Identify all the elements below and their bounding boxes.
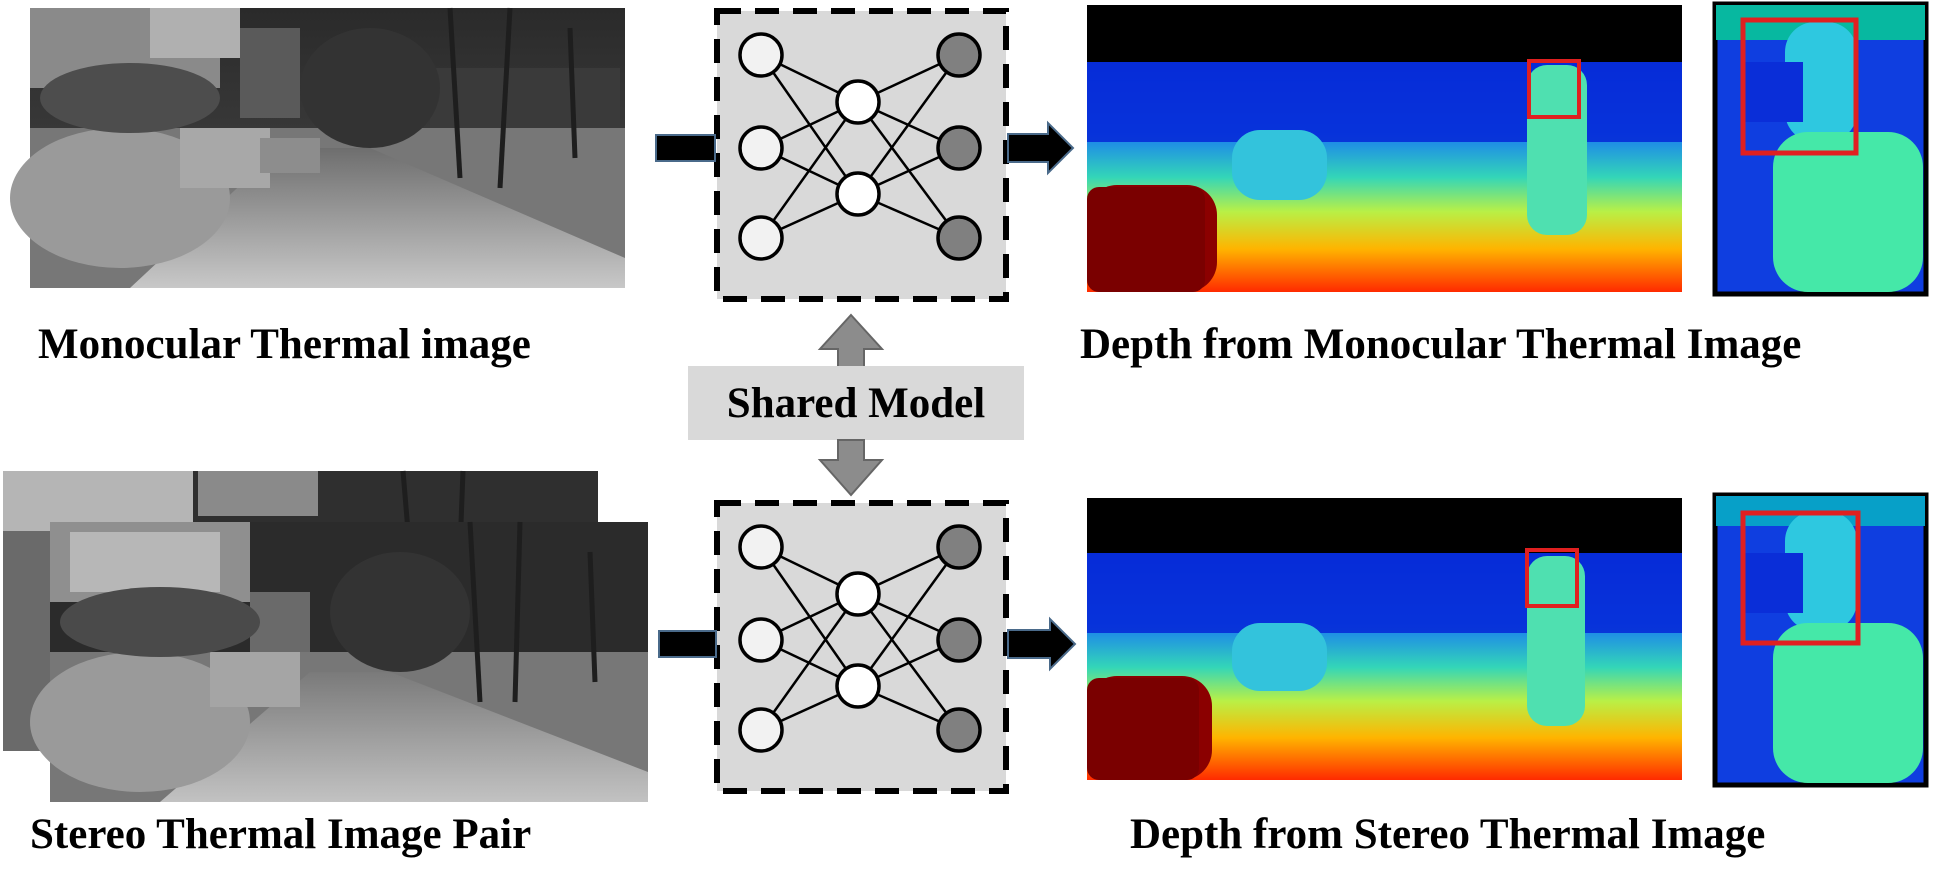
mono-input-label: Monocular Thermal image [38, 321, 531, 368]
output-node [936, 707, 982, 753]
stereo-input-label: Stereo Thermal Image Pair [30, 811, 532, 858]
shared-arrow-down [817, 439, 885, 497]
bottom-input-arrow [658, 630, 717, 658]
top-input-arrow [655, 134, 716, 162]
stereo-depth-map [1087, 498, 1682, 780]
hidden-node [835, 171, 881, 217]
shared-arrow-up [817, 313, 885, 368]
bottom-output-arrow [1007, 616, 1077, 672]
output-node [936, 125, 982, 171]
mono-depth-map [1087, 5, 1682, 292]
output-node [936, 215, 982, 261]
top-output-arrow [1007, 120, 1075, 176]
input-node [738, 125, 784, 171]
stereo-output-label: Depth from Stereo Thermal Image [1130, 811, 1766, 858]
input-node [738, 32, 784, 78]
input-node [738, 215, 784, 261]
zoom-box [1525, 548, 1579, 608]
bottom-network-box [714, 500, 1009, 794]
top-network-box [714, 8, 1009, 302]
output-node [936, 617, 982, 663]
hidden-node [835, 79, 881, 125]
output-node [936, 32, 982, 78]
input-node [738, 617, 784, 663]
zoom-box [1527, 59, 1581, 119]
zoom-box [1740, 510, 1861, 646]
mono-output-label: Depth from Monocular Thermal Image [1080, 321, 1802, 368]
hidden-node [835, 663, 881, 709]
output-node [936, 524, 982, 570]
input-node [738, 524, 784, 570]
mono-depth-zoom [1712, 1, 1929, 297]
stereo-depth-zoom [1712, 492, 1929, 788]
shared-model-box: Shared Model [688, 366, 1024, 440]
shared-model-label: Shared Model [726, 379, 986, 427]
hidden-node [835, 571, 881, 617]
zoom-box [1740, 17, 1859, 156]
monocular-thermal-image [10, 7, 625, 288]
input-node [738, 707, 784, 753]
stereo-thermal-image-front [30, 521, 648, 802]
